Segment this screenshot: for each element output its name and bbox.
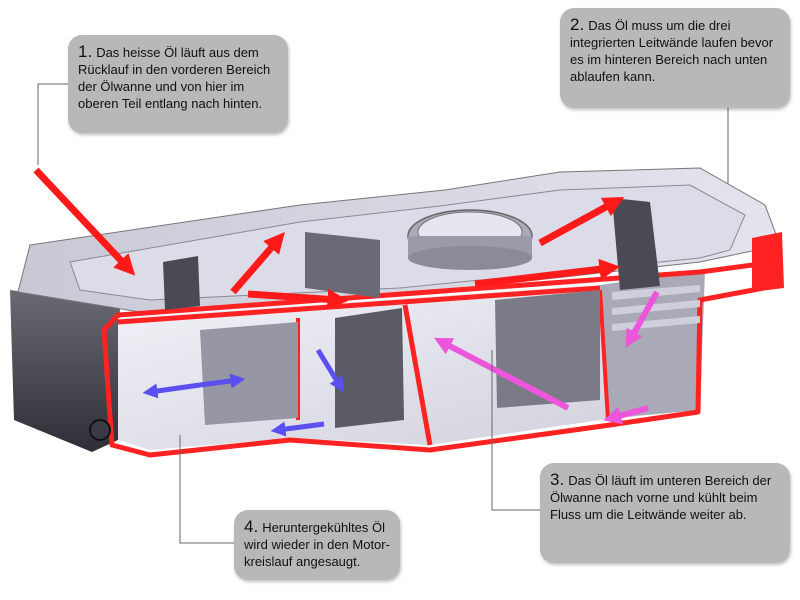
cooled-oil-arrows xyxy=(142,348,344,437)
pan-top-cavity xyxy=(69,184,746,301)
pan-left-side xyxy=(10,290,120,452)
cooled-oil-arrow-2 xyxy=(270,421,325,437)
hot-oil-arrow-3 xyxy=(247,288,349,310)
guide-wall-2 xyxy=(305,232,380,298)
callout-2-number: 2. xyxy=(570,15,585,34)
callout-2-text: Das Öl muss um die drei integrierten Lei… xyxy=(570,18,774,84)
cooled-oil-arrow-3 xyxy=(142,382,201,399)
hot-oil-arrows xyxy=(33,167,625,310)
callout-1-text: Das heisse Öl läuft aus dem Rücklauf in … xyxy=(78,45,271,111)
cooling-oil-arrows xyxy=(434,290,660,425)
cooling-oil-arrow-2 xyxy=(603,405,649,425)
callout-3-text: Das Öl läuft im unteren Bereich der Ölwa… xyxy=(550,473,772,522)
leader-line-4 xyxy=(179,435,234,544)
inner-baffle-b xyxy=(495,290,600,408)
right-end-cut xyxy=(752,232,784,292)
cooled-oil-arrow-4 xyxy=(199,373,246,389)
leader-line-3 xyxy=(491,350,540,511)
hot-oil-arrow-1 xyxy=(33,167,136,276)
oil-pan-body xyxy=(10,167,784,458)
cooling-oil-arrow-1 xyxy=(625,290,660,348)
callout-4-number: 4. xyxy=(244,517,259,536)
inner-baffle-a xyxy=(335,308,404,428)
callout-1-number: 1. xyxy=(78,42,93,61)
leader-line-1 xyxy=(37,83,68,165)
cooling-oil-arrow-3 xyxy=(434,337,570,411)
guide-wall-1 xyxy=(163,256,200,310)
cooled-oil-arrow-1 xyxy=(315,348,344,393)
hot-oil-arrow-4 xyxy=(474,258,621,288)
middle-shelf-cut xyxy=(117,285,601,325)
callout-4: 4.Heruntergekühltes Öl wird wieder in de… xyxy=(234,510,400,580)
callout-3-number: 3. xyxy=(550,470,565,489)
hot-oil-arrow-2 xyxy=(230,232,285,295)
guide-wall-3 xyxy=(612,198,660,290)
drain-bolt xyxy=(89,419,111,441)
hot-oil-arrow-5 xyxy=(538,196,625,247)
inner-baffle-c xyxy=(200,322,298,425)
callout-2: 2.Das Öl muss um die drei integrierten L… xyxy=(560,8,790,108)
callout-1: 1.Das heisse Öl läuft aus dem Rücklauf i… xyxy=(68,35,288,133)
oil-pickup-ring xyxy=(407,209,533,270)
leader-lines xyxy=(37,83,729,544)
inner-wall-2 xyxy=(402,304,433,446)
callout-3: 3.Das Öl läuft im unteren Bereich der Öl… xyxy=(540,463,790,563)
callout-4-text: Heruntergekühltes Öl wird wieder in den … xyxy=(244,520,390,569)
inner-wall-3 xyxy=(598,289,610,421)
